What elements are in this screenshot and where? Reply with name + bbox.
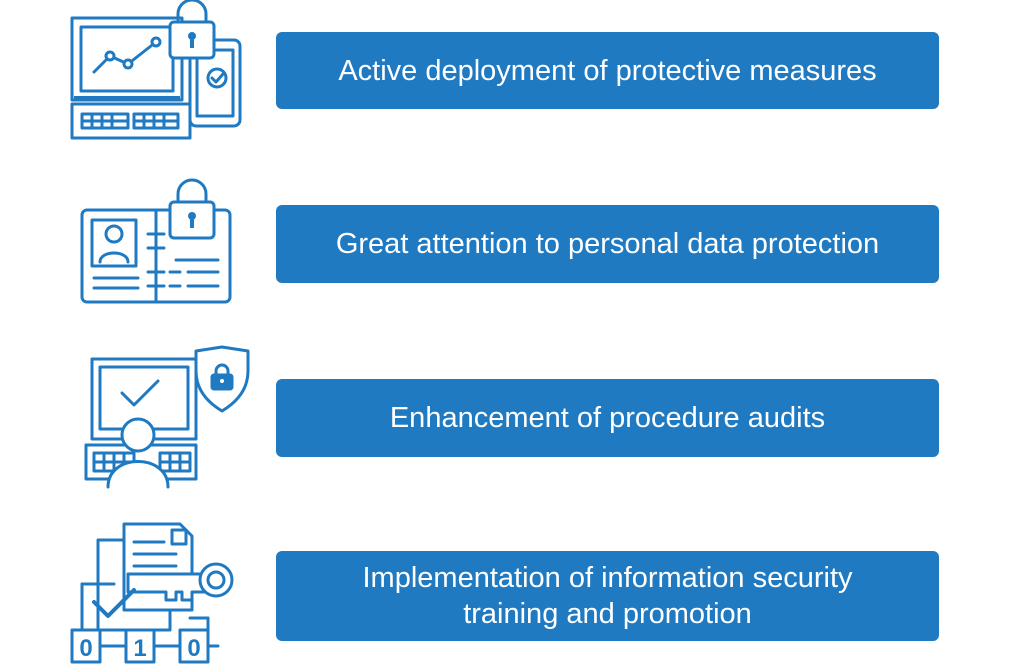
item-label-box: Great attention to personal data protect…	[276, 205, 939, 283]
item-label-box: Active deployment of protective measures	[276, 32, 939, 109]
item-label-box: Implementation of information security t…	[276, 551, 939, 641]
binary-digit: 1	[133, 635, 146, 662]
document-key-binary-icon: 0 1 0	[68, 518, 248, 666]
user-computer-shield-icon	[68, 345, 250, 490]
item-label: Enhancement of procedure audits	[389, 402, 826, 434]
id-card-lock-icon	[68, 172, 248, 307]
binary-digit: 0	[79, 635, 92, 662]
binary-digit: 0	[187, 635, 200, 662]
computer-phone-lock-icon	[68, 0, 248, 145]
item-label: Active deployment of protective measures	[338, 54, 877, 87]
item-label-box: Enhancement of procedure audits	[276, 379, 939, 457]
item-label: Implementation of information security t…	[362, 562, 853, 630]
item-label: Great attention to personal data protect…	[335, 228, 880, 260]
